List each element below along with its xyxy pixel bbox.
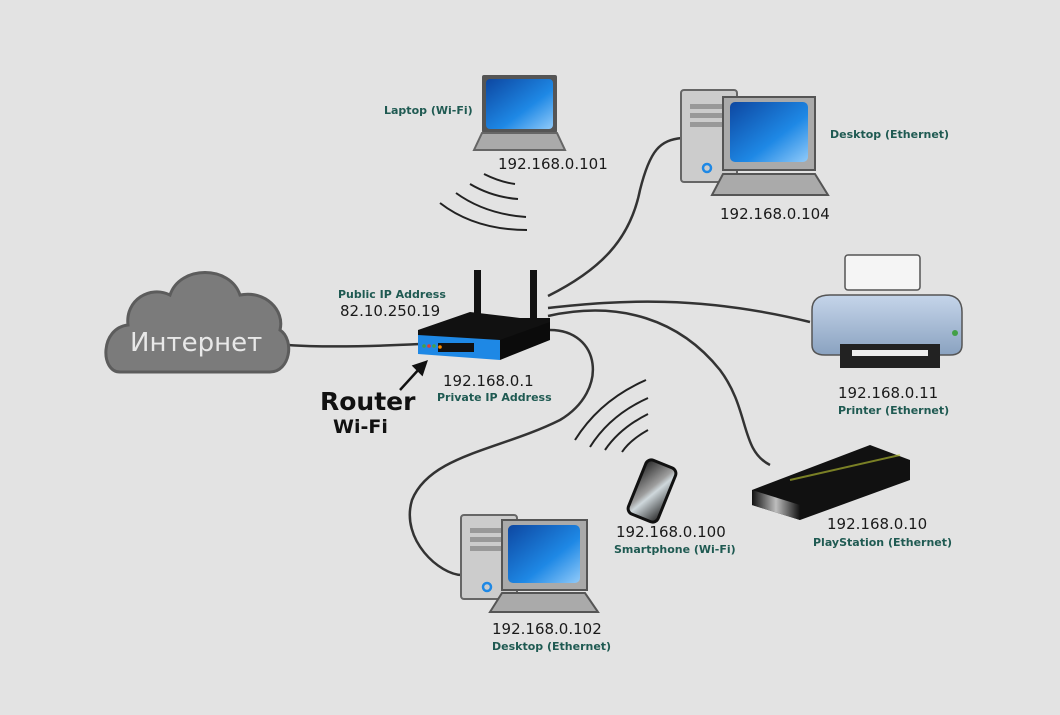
laptop-device	[472, 75, 567, 151]
wifi-waves-smartphone	[574, 379, 649, 453]
smartphone-ip: 192.168.0.100	[616, 523, 726, 541]
playstation-device	[752, 445, 910, 520]
desktop-bottom-caption: Desktop (Ethernet)	[492, 640, 612, 653]
internet-cloud	[104, 271, 291, 374]
wifi-waves-laptop	[439, 173, 528, 231]
playstation-ip: 192.168.0.10	[827, 515, 928, 533]
router-public-ip: 82.10.250.19	[340, 302, 441, 320]
cables	[287, 136, 811, 577]
printer-device	[811, 254, 963, 368]
laptop-caption: Laptop (Wi-Fi)	[384, 104, 473, 117]
internet-label: Интернет	[130, 328, 263, 358]
desktop-top-device	[680, 89, 830, 196]
router-device	[418, 270, 550, 360]
desktop-top-ip: 192.168.0.104	[720, 205, 830, 223]
printer-caption: Printer (Ethernet)	[838, 404, 950, 417]
router-public-caption: Public IP Address	[338, 288, 446, 301]
cable-router-desktop-bottom	[408, 328, 595, 577]
router-subtitle: Wi-Fi	[333, 416, 388, 438]
cable-router-playstation	[547, 309, 771, 467]
smartphone-device	[626, 458, 678, 524]
router-private-caption: Private IP Address	[437, 391, 552, 404]
router-private-ip: 192.168.0.1	[443, 372, 534, 390]
cable-internet-router	[287, 342, 421, 348]
cable-router-printer	[547, 300, 811, 324]
cable-router-desktop-top	[547, 136, 683, 298]
desktop-bottom-device	[460, 514, 600, 613]
playstation-caption: PlayStation (Ethernet)	[813, 536, 953, 549]
laptop-ip: 192.168.0.101	[498, 155, 608, 173]
router-arrow	[399, 360, 428, 391]
router-title: Router	[320, 387, 416, 416]
smartphone-caption: Smartphone (Wi-Fi)	[614, 543, 736, 556]
desktop-bottom-ip: 192.168.0.102	[492, 620, 602, 638]
desktop-top-caption: Desktop (Ethernet)	[830, 128, 950, 141]
printer-ip: 192.168.0.11	[838, 384, 939, 402]
